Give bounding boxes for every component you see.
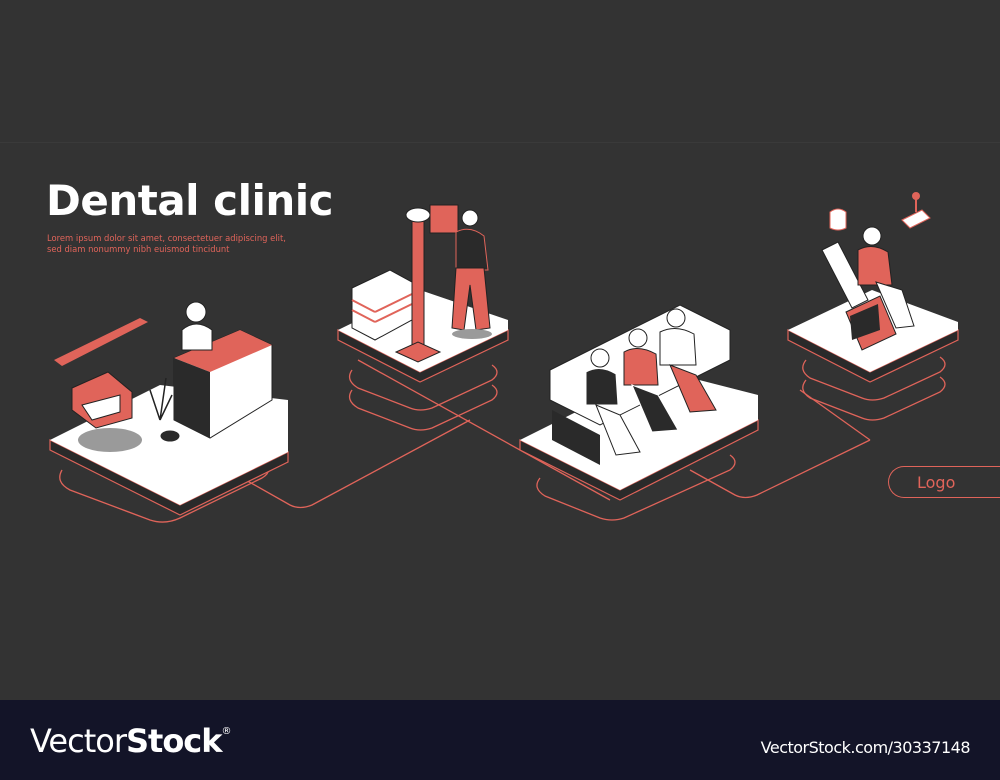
registered-mark: ® [221,726,232,737]
xray-scene [337,204,509,383]
logo-button[interactable]: Logo [888,466,1000,498]
page-title: Dental clinic [46,176,334,225]
waiting-room-scene [519,304,759,501]
subtitle-line-2: sed diam nonummy nibh euismod tincidunt [47,244,230,254]
brand-bold: Stock [125,722,223,760]
connector-line [357,359,611,501]
isometric-scene [49,192,959,523]
reception-scene [49,301,289,516]
logo-button-label: Logo [917,472,956,492]
background-seam [0,142,1000,143]
image-reference: VectorStock.com/30337148 [760,738,971,757]
connector-line [689,439,871,499]
page-subtitle: Lorem ipsum dolor sit amet, consectetuer… [47,233,307,255]
vectorstock-logo: VectorStock® [30,722,232,760]
dental-chair-scene [787,192,959,383]
brand-light: Vector [30,722,127,760]
watermark-footer [0,700,1000,780]
connector-line [227,419,471,509]
subtitle-line-1: Lorem ipsum dolor sit amet, consectetuer… [47,233,286,243]
